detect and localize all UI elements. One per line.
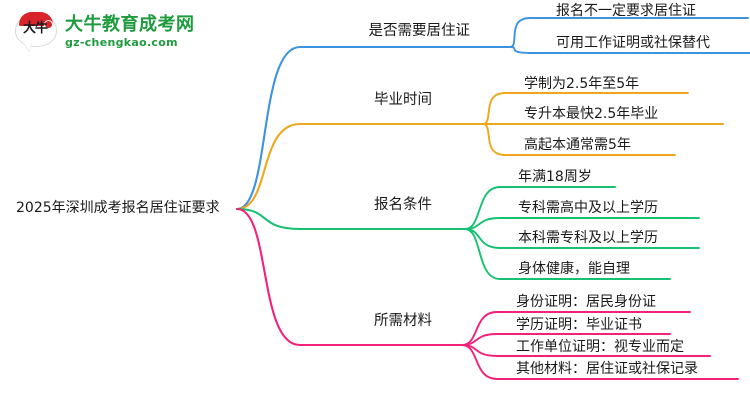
- logo-title: 大牛教育成考网: [65, 13, 195, 35]
- mindmap-root-node[interactable]: 2025年深圳成考报名居住证要求: [16, 200, 220, 216]
- leaf-connector-0-0: [509, 17, 531, 48]
- leaf-label-2-0[interactable]: 年满18周岁: [518, 169, 592, 185]
- leaf-connector-1-0: [482, 92, 506, 125]
- branch-label-3[interactable]: 所需材料: [374, 313, 432, 329]
- branch-label-2[interactable]: 报名条件: [374, 197, 432, 213]
- site-logo-watermark: 大牛 大牛教育成考网 gz-chengkao.com: [14, 8, 234, 56]
- leaf-label-3-2[interactable]: 工作单位证明：视专业而定: [516, 339, 684, 355]
- leaf-label-1-0[interactable]: 学制为2.5年至5年: [524, 76, 640, 92]
- logo-text-group: 大牛教育成考网 gz-chengkao.com: [65, 13, 195, 50]
- leaf-label-2-3[interactable]: 身体健康，能自理: [518, 261, 630, 277]
- leaf-label-3-1[interactable]: 学历证明：毕业证书: [516, 317, 642, 333]
- brand-mark-icon: 大牛: [14, 11, 58, 53]
- red-dot-shape: [44, 20, 53, 29]
- branch-trunk-1: [235, 122, 485, 211]
- leaf-connector-2-3: [464, 228, 501, 280]
- leaf-connector-2-1: [464, 217, 501, 230]
- leaf-connector-2-0: [464, 186, 501, 230]
- leaf-label-2-1[interactable]: 专科需高中及以上学历: [518, 200, 658, 216]
- logo-subtitle-url: gz-chengkao.com: [65, 36, 178, 50]
- leaf-label-1-2[interactable]: 高起本通常需5年: [524, 137, 631, 153]
- leaf-label-3-3[interactable]: 其他材料：居住证或社保记录: [516, 361, 698, 377]
- branch-trunk-0: [235, 45, 512, 211]
- leaf-connector-3-0: [461, 311, 498, 346]
- leaf-label-3-0[interactable]: 身份证明：居民身份证: [516, 294, 656, 310]
- leaf-connector-3-3: [461, 344, 498, 380]
- leaf-connector-1-2: [482, 123, 506, 156]
- speech-bubble-tail-shape: [23, 42, 32, 51]
- branch-label-1[interactable]: 毕业时间: [374, 92, 432, 108]
- leaf-label-2-2[interactable]: 本科需专科及以上学历: [518, 230, 658, 246]
- leaf-label-0-0[interactable]: 报名不一定要求居住证: [556, 3, 696, 19]
- leaf-label-0-1[interactable]: 可用工作证明或社保替代: [556, 35, 710, 51]
- brand-mark-text: 大牛: [22, 21, 48, 36]
- leaf-connector-2-2: [464, 228, 501, 249]
- branch-label-0[interactable]: 是否需要居住证: [368, 23, 471, 39]
- leaf-label-1-1[interactable]: 专升本最快2.5年毕业: [524, 106, 659, 122]
- leaf-connector-3-2: [461, 344, 498, 357]
- leaf-connector-0-1: [509, 46, 531, 54]
- leaf-connector-3-1: [461, 333, 498, 346]
